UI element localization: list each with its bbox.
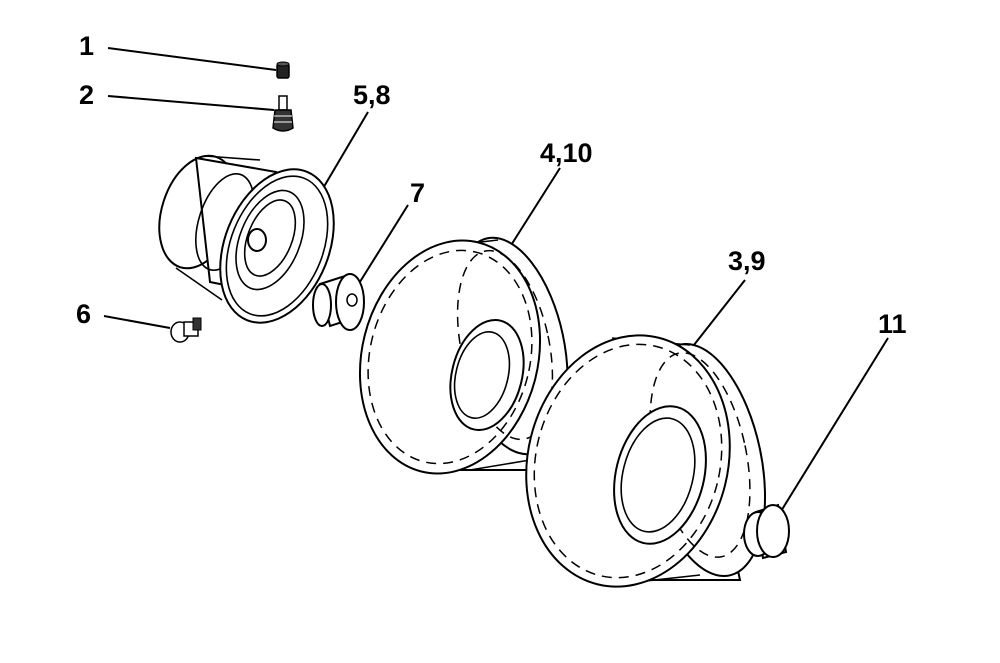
callout-7: 7 [410, 178, 426, 208]
leader-5-8 [321, 111, 369, 191]
leader-4-10 [507, 167, 561, 251]
callout-11: 11 [878, 309, 907, 339]
callout-4-10: 4,10 [540, 138, 593, 168]
leader-6 [103, 315, 171, 329]
valve-stem-part-2 [272, 95, 294, 132]
grease-fitting-part-6 [170, 317, 202, 343]
leader-2 [107, 95, 275, 111]
front-tire-part-4-10 [358, 236, 569, 475]
callout-2: 2 [79, 80, 95, 110]
valve-cap-part-1 [276, 61, 290, 79]
bushing-part-7 [312, 273, 365, 331]
callout-5-8: 5,8 [353, 80, 391, 110]
wheel-rim-part-5-8 [158, 154, 335, 324]
cap-part-11 [743, 503, 790, 560]
callout-3-9: 3,9 [728, 246, 766, 276]
leader-7 [357, 204, 409, 286]
rear-tire-part-3-9 [525, 334, 767, 588]
leader-3-9 [689, 279, 746, 351]
callout-1: 1 [79, 31, 95, 61]
leader-11 [777, 337, 889, 517]
leader-lines [103, 47, 889, 517]
callout-6: 6 [76, 299, 92, 329]
leader-1 [107, 47, 277, 71]
